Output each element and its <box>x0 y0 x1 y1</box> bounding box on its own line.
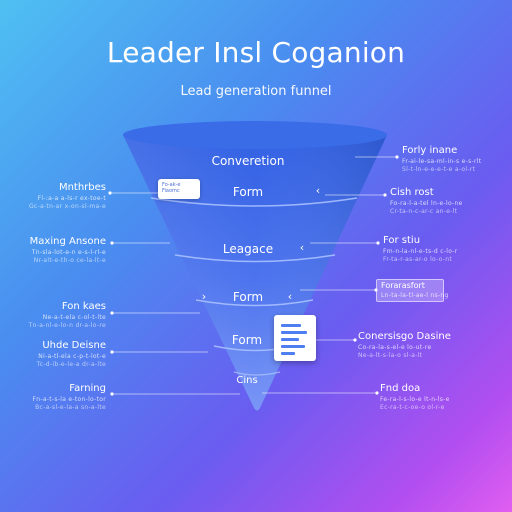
right-note-6-sub: Fe-ra-l-s-lo-e lt-n-ls-e <box>380 396 450 403</box>
left-note-3-sub2: Tn-a-nl-e-lo-n dr-a-lo-re <box>28 322 106 329</box>
right-note-3-title: For stiu <box>383 235 421 246</box>
right-note-3: For stiu Fm-n-la-nl-e-ts-d c-lo-r Fr-ta-… <box>383 235 458 263</box>
right-note-1-title: Forly inane <box>402 145 458 156</box>
stage-label-3: Leagace <box>222 242 274 256</box>
right-note-2-sub2: Cr-ta-n-c-ar-c an-e-lt <box>390 208 458 215</box>
left-note-4-sub2: Tc-d-ib-e-le-a dr-a-lte <box>36 361 106 368</box>
right-note-6-sub2: Ec-ra-t-c-oe-o ol-r-e <box>380 404 445 411</box>
right-note-6: Fnd doa Fe-ra-l-s-lo-e lt-n-ls-e Ec-ra-t… <box>380 383 450 411</box>
left-note-3-sub: Ne-a-t-ela c-ol-t-lte <box>42 314 106 321</box>
right-note-3-sub: Fm-n-la-nl-e-ts-d c-lo-r <box>383 248 458 255</box>
stage-divider-3 <box>195 299 314 307</box>
right-note-5-sub2: Ne-a-lt-s-la-o sl-a-lt <box>358 352 423 359</box>
chevron-left-icon: ‹ <box>287 290 293 303</box>
left-note-5-sub2: Bc-a-sl-e-la-a sn-a-lte <box>35 404 106 411</box>
stage-divider-1 <box>150 197 358 207</box>
right-note-4: Forarasfort Ln-ta-la-tl-ae-l ns-ng <box>381 281 449 299</box>
left-note-4: Uhde Deisne Ni-a-tl-ela c-p-t-lot-e Tc-d… <box>37 340 106 368</box>
right-note-3-sub2: Fr-ta-r-as-ar-o lo-o-nt <box>383 256 453 263</box>
highlight-box <box>376 279 444 302</box>
stage-label-2: Form <box>232 185 264 199</box>
left-note-3-title: Fon kaes <box>61 301 106 312</box>
form-card-line-1: Fo-ak-e <box>162 182 181 188</box>
stage-label-5: Form <box>231 333 263 347</box>
right-note-4-sub: Ln-ta-la-tl-ae-l ns-ng <box>381 292 449 299</box>
chevron-right-icon: › <box>201 290 207 303</box>
stage-label-4: Form <box>232 290 264 304</box>
left-note-5-title: Farning <box>69 383 106 394</box>
right-note-2: Cish rost Fo-ra-l-a-tel ln-e-lo-ne Cr-ta… <box>390 187 463 215</box>
form-card: Fo-ak-e Fiaomc <box>158 179 200 199</box>
left-note-2-sub: Tn-sla-lot-e-n e-s-l-rl-e <box>31 249 106 256</box>
stage-divider-2 <box>174 254 336 263</box>
right-note-1-sub: Fr-ai-le-sa-ml-in-s e-s-rlt <box>402 158 482 165</box>
left-note-2-sub2: Nr-alt-e-th-o ce-la-lt-e <box>33 257 106 264</box>
stage-divider-5 <box>233 371 281 376</box>
left-note-3: Fon kaes Ne-a-t-ela c-ol-t-lte Tn-a-nl-e… <box>29 301 106 329</box>
left-note-5-sub: Fn-a-t-s-la e-ton-lo-tor <box>32 396 106 403</box>
left-note-1-title: Mnthrbes <box>58 182 106 193</box>
chevron-left-icon: ‹ <box>299 241 305 254</box>
page-title: Leader Insl Coganion <box>106 36 406 69</box>
right-note-5-title: Conersisgo Dasine <box>358 331 451 342</box>
stage-label-6: Cins <box>236 375 258 386</box>
left-note-4-sub: Ni-a-tl-ela c-p-t-lot-e <box>38 353 106 360</box>
right-note-5: Conersisgo Dasine Co-ra-la-s-el-e lo-ut-… <box>358 331 451 359</box>
right-note-1-sub2: Sl-t-ln-e-e-e-t-e a-ol-rt <box>402 166 476 173</box>
chevron-left-icon: ‹ <box>315 184 321 197</box>
right-note-6-title: Fnd doa <box>380 383 421 394</box>
right-note-5-sub: Co-ra-la-s-el-e lo-ut-re <box>358 344 432 351</box>
right-note-1: Forly inane Fr-ai-le-sa-ml-in-s e-s-rlt … <box>402 145 481 173</box>
form-card-line-2: Fiaomc <box>162 188 180 194</box>
left-note-4-title: Uhde Deisne <box>42 340 106 351</box>
right-note-2-title: Cish rost <box>390 187 434 198</box>
document-icon <box>274 315 316 361</box>
right-note-2-sub: Fo-ra-l-a-tel ln-e-lo-ne <box>390 200 463 207</box>
left-note-1-sub: Fl-:a-a a-ls-r ex-toe-t <box>37 195 106 202</box>
stage-label-1: Converetion <box>211 154 285 168</box>
left-note-1: Mnthrbes Fl-:a-a a-ls-r ex-toe-t Gc-a-tn… <box>29 182 106 210</box>
right-note-4-title: Forarasfort <box>381 281 425 290</box>
left-note-2-title: Maxing Ansone <box>29 236 106 247</box>
left-note-1-sub2: Gc-a-tn-ar x-on-sl-ma-e <box>28 203 106 210</box>
page-subtitle: Lead generation funnel <box>180 84 332 99</box>
left-note-5: Farning Fn-a-t-s-la e-ton-lo-tor Bc-a-sl… <box>33 383 106 411</box>
funnel-rim <box>123 121 387 149</box>
left-note-2: Maxing Ansone Tn-sla-lot-e-n e-s-l-rl-e … <box>30 236 106 264</box>
